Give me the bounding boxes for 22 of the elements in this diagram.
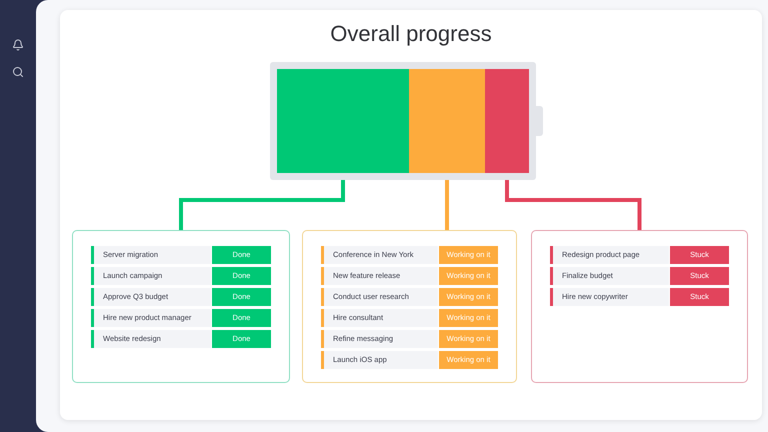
task-row [91,267,271,285]
task-row [321,246,498,264]
task-row [91,288,271,306]
task-row [321,267,498,285]
group-panel [531,230,748,383]
connector-line [505,180,642,230]
task-row [321,288,498,306]
task-row [550,267,729,285]
task-row [321,330,498,348]
battery [270,62,543,180]
title: Overall progress [330,21,492,47]
task-row [550,246,729,264]
task-row [91,309,271,327]
group-panel [302,230,517,383]
task-row [321,309,498,327]
task-row [91,330,271,348]
group-panel [72,230,290,383]
connector-line [445,180,449,230]
task-row [550,288,729,306]
task-row [91,246,271,264]
task-row [321,351,498,369]
connector-line [179,180,345,230]
